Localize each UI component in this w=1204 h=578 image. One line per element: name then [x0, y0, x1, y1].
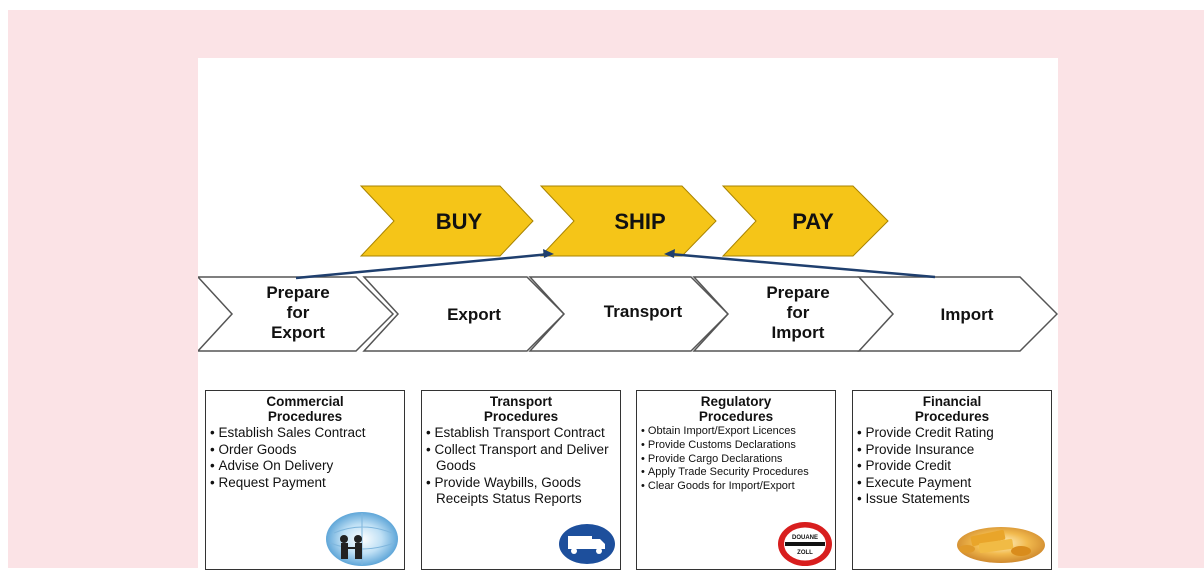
list-item: Clear Goods for Import/Export [641, 480, 831, 494]
step-chevron-prepare-for-export: Prepare for Export [198, 276, 395, 352]
connector-arrows [295, 249, 936, 280]
commercial-procedures-box: Commercial Procedures Establish Sales Co… [205, 390, 405, 570]
step-label-line1: Transport [604, 302, 683, 321]
top-chevron-pay-label: PAY [792, 209, 834, 234]
procedure-list: Establish Sales Contract Order Goods Adv… [210, 425, 400, 491]
trade-process-diagram: BUY SHIP PAY Prepare for Export Export [198, 185, 1058, 352]
step-label-line3: Export [271, 323, 325, 342]
box-title-line1: Regulatory [700, 394, 772, 409]
top-chevron-ship: SHIP [539, 185, 717, 257]
business-handshake-icon [326, 512, 398, 566]
list-item: Advise On Delivery [210, 458, 400, 475]
top-chevron-buy-label: BUY [436, 209, 483, 234]
box-title-line2: Procedures [267, 409, 343, 424]
sign-bottom-text: ZOLL [797, 550, 813, 556]
diagram-panel: BUY SHIP PAY Prepare for Export Export [198, 58, 1058, 578]
list-item: Obtain Import/Export Licences [641, 425, 831, 439]
list-item: Establish Transport Contract [426, 425, 616, 442]
list-item: Collect Transport and Deliver Goods [426, 442, 616, 475]
box-title-line1: Transport [489, 394, 553, 409]
procedure-list: Establish Transport Contract Collect Tra… [426, 425, 616, 508]
step-label-line1: Prepare [766, 283, 829, 302]
step-label-line1: Prepare [266, 283, 329, 302]
arrowhead-right-icon [664, 249, 675, 258]
procedure-list: Provide Credit Rating Provide Insurance … [857, 425, 1047, 508]
step-label-line2: for [787, 303, 810, 322]
top-chevron-ship-label: SHIP [614, 209, 665, 234]
step-chevron-export: Export [362, 276, 566, 352]
gold-coins-icon [957, 527, 1045, 563]
top-chevron-buy: BUY [359, 185, 534, 257]
procedure-list: Obtain Import/Export Licences Provide Cu… [641, 425, 831, 494]
list-item: Provide Waybills, Goods Receipts Status … [426, 475, 616, 508]
list-item: Apply Trade Security Procedures [641, 466, 831, 480]
arrow-line-left [295, 252, 551, 280]
list-item: Request Payment [210, 475, 400, 492]
list-item: Provide Cargo Declarations [641, 453, 831, 467]
truck-sign-icon [559, 524, 615, 564]
box-title-line2: Procedures [698, 409, 774, 424]
step-label-line1: Import [941, 305, 994, 324]
arrow-line-right [669, 252, 936, 279]
list-item: Execute Payment [857, 475, 1047, 492]
list-item: Issue Statements [857, 491, 1047, 508]
step-label-line1: Export [447, 305, 501, 324]
customs-stop-sign-icon: DOUANE ZOLL [778, 522, 832, 566]
list-item: Provide Customs Declarations [641, 439, 831, 453]
arrowhead-left-icon [543, 249, 554, 258]
box-title-line1: Financial [922, 394, 982, 409]
step-label-line3: Import [772, 323, 825, 342]
top-chevron-pay: PAY [721, 185, 889, 257]
sign-top-text: DOUANE [792, 535, 818, 541]
list-item: Provide Insurance [857, 442, 1047, 459]
box-title-line1: Commercial [266, 394, 344, 409]
box-title-line2: Procedures [483, 409, 559, 424]
box-title-line2: Procedures [914, 409, 990, 424]
regulatory-procedures-box: Regulatory Procedures Obtain Import/Expo… [636, 390, 836, 570]
step-chevron-prepare-for-import: Prepare for Import [692, 276, 898, 352]
financial-procedures-box: Financial Procedures Provide Credit Rati… [852, 390, 1052, 570]
list-item: Establish Sales Contract [210, 425, 400, 442]
step-chevron-transport: Transport [528, 276, 730, 352]
list-item: Provide Credit Rating [857, 425, 1047, 442]
page-frame: BUY SHIP PAY Prepare for Export Export [8, 10, 1204, 578]
list-item: Provide Credit [857, 458, 1047, 475]
step-label-line2: for [287, 303, 310, 322]
list-item: Order Goods [210, 442, 400, 459]
step-chevron-import: Import [857, 276, 1058, 352]
transport-procedures-box: Transport Procedures Establish Transport… [421, 390, 621, 570]
